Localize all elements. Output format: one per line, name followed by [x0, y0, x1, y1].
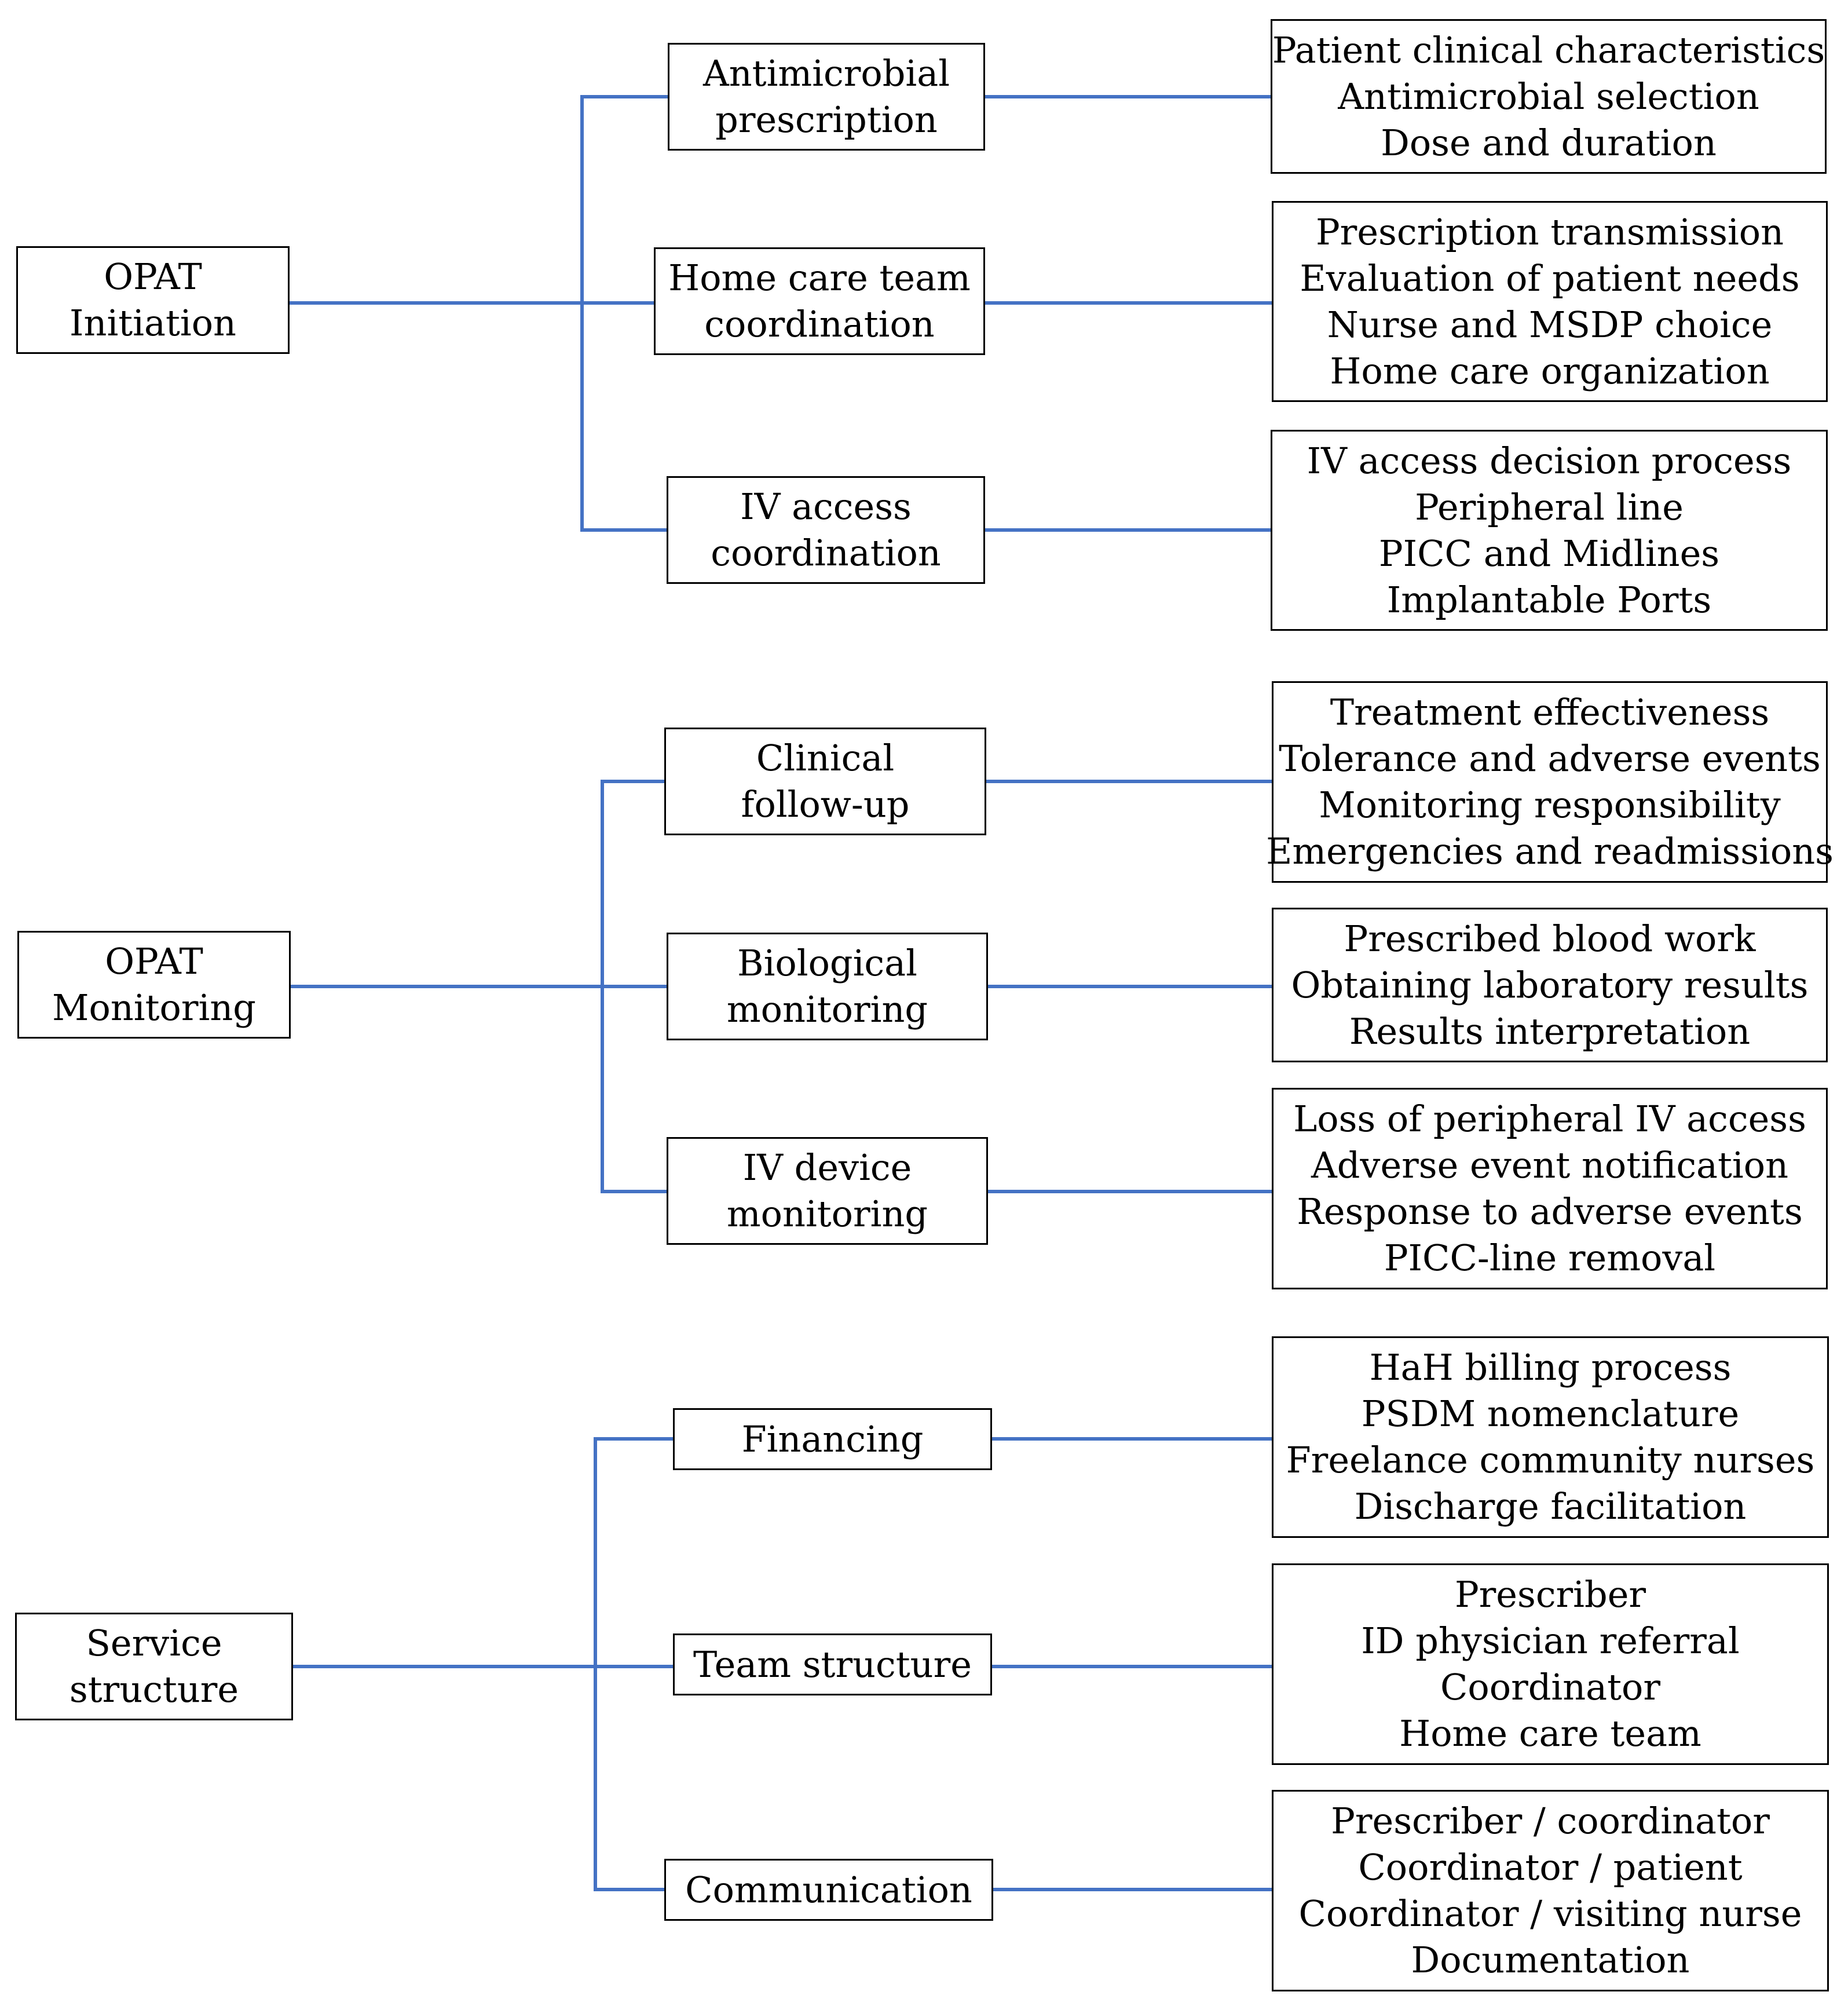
node-label-line: coordination	[711, 532, 941, 574]
detail-item: Loss of peripheral IV access	[1293, 1098, 1806, 1140]
detail-item: Prescription transmission	[1315, 210, 1784, 253]
node-financing: Financing	[673, 1408, 992, 1470]
detail-item: PSDM nomenclature	[1361, 1393, 1740, 1435]
node-clinical-follow-up: Clinical follow-up	[664, 728, 986, 835]
node-label-line: Financing	[741, 1417, 924, 1460]
details-clinical-follow-up: Treatment effectiveness Tolerance and ad…	[1266, 681, 1834, 883]
node-label-line: Team structure	[693, 1643, 972, 1686]
root-label-line: OPAT	[105, 940, 203, 982]
root-label-line: structure	[69, 1668, 239, 1711]
root-label-line: Initiation	[69, 302, 236, 344]
node-home-care-team-coordination: Home care team coordination	[654, 247, 985, 355]
node-biological-monitoring: Biological monitoring	[667, 933, 988, 1040]
details-communication: Prescriber / coordinator Coordinator / p…	[1272, 1790, 1829, 1991]
detail-item: Home care organization	[1330, 349, 1770, 392]
root-service-structure: Service structure	[15, 1613, 293, 1720]
node-label-line: monitoring	[726, 1193, 928, 1235]
detail-item: Implantable Ports	[1386, 578, 1712, 621]
node-communication: Communication	[664, 1859, 993, 1921]
detail-item: Prescribed blood work	[1344, 917, 1756, 960]
detail-item: Treatment effectiveness	[1330, 691, 1770, 733]
node-team-structure: Team structure	[673, 1633, 992, 1695]
detail-item: Results interpretation	[1349, 1010, 1751, 1052]
detail-item: Documentation	[1411, 1939, 1690, 1981]
detail-item: Home care team	[1399, 1712, 1701, 1755]
detail-item: Antimicrobial selection	[1338, 75, 1759, 118]
node-label-line: prescription	[715, 98, 938, 141]
detail-item: Dose and duration	[1381, 121, 1717, 164]
detail-item: Emergencies and readmissions	[1266, 830, 1834, 872]
node-label-line: IV access	[740, 485, 912, 528]
node-label-line: Communication	[685, 1868, 972, 1911]
node-iv-device-monitoring: IV device monitoring	[667, 1137, 988, 1245]
root-label-line: Monitoring	[52, 986, 256, 1029]
details-financing: HaH billing process PSDM nomenclature Fr…	[1272, 1336, 1829, 1538]
detail-item: Freelance community nurses	[1286, 1439, 1815, 1481]
detail-item: Discharge facilitation	[1354, 1485, 1747, 1527]
detail-item: Prescriber / coordinator	[1331, 1800, 1770, 1842]
details-iv-access-coordination: IV access decision process Peripheral li…	[1271, 430, 1828, 631]
detail-item: Patient clinical characteristics	[1272, 28, 1825, 71]
root-label-line: OPAT	[104, 255, 202, 298]
details-home-care-team-coordination: Prescription transmission Evaluation of …	[1272, 201, 1828, 402]
root-label-line: Service	[86, 1622, 222, 1664]
details-team-structure: Prescriber ID physician referral Coordin…	[1272, 1563, 1829, 1765]
detail-item: IV access decision process	[1307, 439, 1792, 482]
node-label-line: IV device	[742, 1146, 912, 1189]
root-opat-initiation: OPAT Initiation	[16, 246, 290, 354]
detail-item: Nurse and MSDP choice	[1327, 303, 1773, 346]
node-label-line: Biological	[737, 942, 917, 984]
details-biological-monitoring: Prescribed blood work Obtaining laborato…	[1272, 908, 1828, 1062]
detail-item: Monitoring responsibility	[1319, 784, 1781, 826]
node-label-line: follow-up	[741, 783, 910, 825]
detail-item: HaH billing process	[1369, 1346, 1732, 1388]
detail-item: Response to adverse events	[1297, 1190, 1803, 1233]
root-opat-monitoring: OPAT Monitoring	[17, 931, 291, 1039]
details-iv-device-monitoring: Loss of peripheral IV access Adverse eve…	[1272, 1088, 1828, 1289]
detail-item: Coordinator / visiting nurse	[1298, 1892, 1802, 1935]
node-label-line: Home care team	[668, 257, 971, 299]
detail-item: Peripheral line	[1415, 485, 1684, 528]
node-antimicrobial-prescription: Antimicrobial prescription	[668, 43, 985, 151]
detail-item: Tolerance and adverse events	[1279, 737, 1821, 780]
node-label-line: Antimicrobial	[702, 52, 950, 94]
detail-item: Evaluation of patient needs	[1300, 257, 1800, 299]
node-label-line: Clinical	[756, 737, 895, 779]
node-iv-access-coordination: IV access coordination	[667, 476, 985, 584]
detail-item: Coordinator / patient	[1358, 1846, 1743, 1888]
detail-item: PICC and Midlines	[1378, 532, 1720, 575]
detail-item: Adverse event notification	[1311, 1144, 1789, 1186]
node-label-line: monitoring	[726, 988, 928, 1030]
details-antimicrobial-prescription: Patient clinical characteristics Antimic…	[1271, 19, 1827, 174]
detail-item: Obtaining laboratory results	[1291, 963, 1809, 1006]
node-label-line: coordination	[704, 303, 935, 345]
detail-item: Coordinator	[1440, 1666, 1661, 1708]
detail-item: ID physician referral	[1361, 1620, 1740, 1662]
detail-item: Prescriber	[1454, 1573, 1646, 1616]
detail-item: PICC-line removal	[1384, 1237, 1716, 1279]
